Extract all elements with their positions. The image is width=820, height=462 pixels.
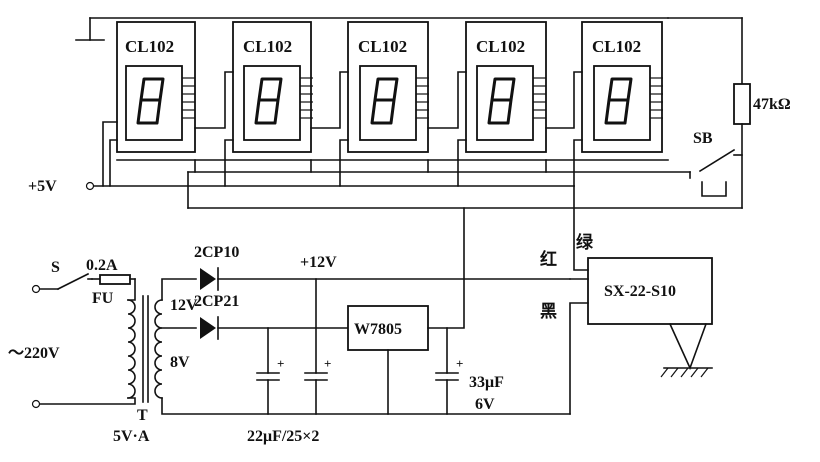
digit-glyph-2 <box>254 77 283 125</box>
display-module-2: CL102 <box>232 21 313 153</box>
transformer-t: 12V 8V T 5V·A <box>39 278 198 445</box>
display-label-4: CL102 <box>476 37 525 56</box>
plus12v-label: +12V <box>300 254 337 271</box>
fuse-label: FU <box>92 290 114 307</box>
display-bus-wiring <box>102 71 743 209</box>
plus5v-label: +5V <box>28 178 57 195</box>
output-capacitor: + 33μF 6V <box>435 327 504 415</box>
digit-glyph-5 <box>604 77 633 125</box>
display-label-3: CL102 <box>358 37 407 56</box>
display-module-5: CL102 <box>581 21 663 153</box>
s-label: S <box>51 259 60 276</box>
transformer-rating: 5V·A <box>113 428 150 445</box>
digit-glyph-1 <box>136 77 165 125</box>
display-module-1: CL102 <box>116 21 196 153</box>
mains-input: S ～220V <box>8 259 60 409</box>
tap-12v: 12V <box>170 297 198 314</box>
cap3-plus: + <box>456 356 463 371</box>
wire-black-label: 黑 <box>540 302 557 321</box>
sb-label: SB <box>693 130 713 147</box>
digit-glyph-4 <box>487 77 516 125</box>
wire-red-label: 红 <box>540 249 557 269</box>
push-switch-sb[interactable]: SB <box>689 130 743 197</box>
regulator-w7805: W7805 <box>347 207 465 415</box>
display-label-5: CL102 <box>592 37 641 56</box>
display-module-4: CL102 <box>465 21 547 153</box>
display-label-1: CL102 <box>125 37 174 56</box>
transformer-label: T <box>137 407 148 424</box>
digit-glyph-3 <box>370 77 399 125</box>
resistor-value: 47kΩ <box>753 96 791 113</box>
output-cap-value: 33μF <box>469 374 504 391</box>
diode-2-label: 2CP21 <box>194 293 239 310</box>
tap-8v: 8V <box>170 354 190 371</box>
plus5v-rail: +5V <box>28 178 575 195</box>
mains-label: ～220V <box>8 345 60 362</box>
display-label-2: CL102 <box>243 37 292 56</box>
diode-1-label: 2CP10 <box>194 244 239 261</box>
sensor-sx22: SX-22-S10 绿 红 黑 <box>540 185 713 415</box>
fuse-fu: 0.2A FU <box>86 257 136 307</box>
resistor-47k: 47kΩ <box>667 17 791 209</box>
ground-symbol-top <box>75 17 669 41</box>
rectifier-diodes: 2CP10 2CP21 <box>161 244 571 415</box>
regulator-label: W7805 <box>354 321 402 338</box>
cap2-plus: + <box>324 356 331 371</box>
cap1-plus: + <box>277 356 284 371</box>
filter-capacitors: + + 22μF/25×2 <box>247 278 331 445</box>
wire-green-label: 绿 <box>576 232 594 252</box>
mains-switch-s[interactable] <box>39 272 93 291</box>
filter-cap-value: 22μF/25×2 <box>247 428 319 445</box>
output-cap-voltage: 6V <box>475 396 495 413</box>
sensor-label: SX-22-S10 <box>604 283 676 300</box>
fuse-rating: 0.2A <box>86 257 118 274</box>
display-module-3: CL102 <box>347 21 429 153</box>
